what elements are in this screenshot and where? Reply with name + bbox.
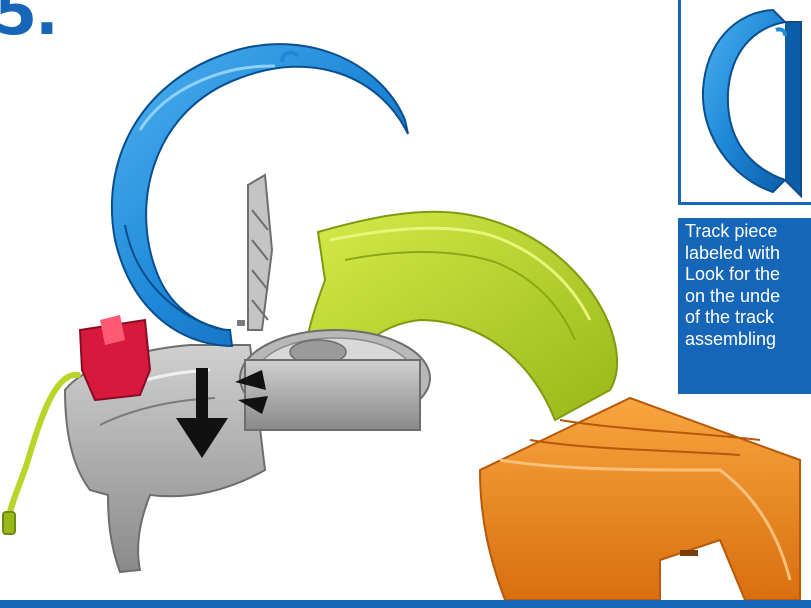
red-launcher — [80, 315, 150, 400]
bottom-rule — [0, 600, 811, 608]
callout-line-1: Track piece — [685, 221, 811, 243]
callout-line-5: of the track — [685, 307, 811, 329]
inset-blue-track — [681, 0, 811, 202]
callout-line-4: on the unde — [685, 286, 811, 308]
callout-line-2: labeled with — [685, 243, 811, 265]
info-callout: Track piece labeled with Look for the on… — [678, 218, 811, 394]
orange-ramp-piece — [480, 398, 800, 600]
callout-line-3: Look for the — [685, 264, 811, 286]
callout-line-6: assembling — [685, 329, 811, 351]
detail-inset — [678, 0, 811, 205]
